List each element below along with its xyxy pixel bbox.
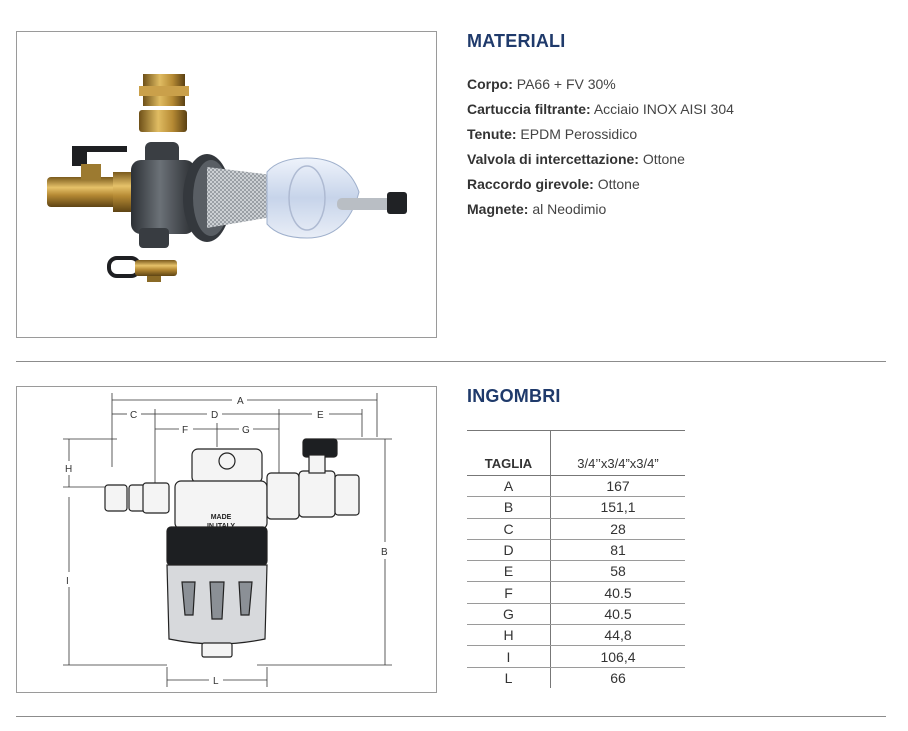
- dim-label-i: I: [66, 576, 69, 587]
- dimension-drawing: A C D E F G H I B L: [63, 393, 392, 687]
- section-divider: [16, 716, 886, 717]
- material-label: Corpo:: [467, 76, 513, 92]
- materials-item: Magnete: al Neodimio: [467, 197, 734, 222]
- dim-value: 81: [550, 539, 685, 562]
- dim-label-a: A: [237, 396, 244, 407]
- dim-key: I: [467, 645, 551, 668]
- material-label: Cartuccia filtrante:: [467, 101, 591, 117]
- materials-item: Corpo: PA66 + FV 30%: [467, 72, 734, 97]
- header-taglia: TAGLIA: [467, 430, 551, 476]
- materials-heading: MATERIALI: [467, 31, 566, 51]
- stamp-made: MADE: [211, 514, 232, 521]
- dim-key: G: [467, 603, 551, 626]
- dim-label-d: D: [211, 410, 218, 421]
- dim-label-b: B: [381, 547, 388, 558]
- dim-key: D: [467, 539, 551, 562]
- materials-item: Valvola di intercettazione: Ottone: [467, 147, 734, 172]
- table-row: L 66: [467, 667, 685, 688]
- materials-item: Cartuccia filtrante: Acciaio INOX AISI 3…: [467, 97, 734, 122]
- dim-key: B: [467, 496, 551, 519]
- filter-exploded-view-image: [47, 74, 407, 282]
- dim-value: 58: [550, 560, 685, 583]
- dim-value: 40.5: [550, 603, 685, 626]
- dimensions-heading: INGOMBRI: [467, 386, 561, 406]
- dim-label-f: F: [182, 425, 188, 436]
- material-label: Raccordo girevole:: [467, 176, 594, 192]
- material-value: al Neodimio: [532, 201, 607, 217]
- dim-label-h: H: [65, 464, 72, 475]
- dim-key: L: [467, 667, 551, 688]
- dim-key: E: [467, 560, 551, 583]
- dim-value: 28: [550, 518, 685, 540]
- dim-label-c: C: [130, 410, 137, 421]
- dim-value: 44,8: [550, 624, 685, 647]
- dim-key: F: [467, 581, 551, 604]
- dimension-drawing-frame: A C D E F G H I B L: [16, 386, 437, 693]
- materials-item: Raccordo girevole: Ottone: [467, 172, 734, 197]
- dim-value: 167: [550, 475, 685, 498]
- material-value: Ottone: [597, 176, 640, 192]
- material-value: Ottone: [642, 151, 685, 167]
- section-divider: [16, 361, 886, 362]
- stamp-in-italy: IN ITALY: [207, 523, 235, 530]
- dim-label-e: E: [317, 410, 324, 421]
- dim-value: 40.5: [550, 581, 685, 604]
- material-label: Valvola di intercettazione:: [467, 151, 639, 167]
- materials-list: Corpo: PA66 + FV 30% Cartuccia filtrante…: [467, 72, 734, 222]
- dim-key: C: [467, 518, 551, 540]
- materials-item: Tenute: EPDM Perossidico: [467, 122, 734, 147]
- material-label: Tenute:: [467, 126, 517, 142]
- dim-label-l: L: [213, 676, 219, 687]
- header-size: 3/4’’x3/4”x3/4”: [550, 430, 685, 476]
- dim-label-g: G: [242, 425, 250, 436]
- material-value: EPDM Perossidico: [520, 126, 638, 142]
- dim-key: H: [467, 624, 551, 647]
- dim-key: A: [467, 475, 551, 498]
- dim-value: 66: [610, 669, 626, 686]
- material-value: Acciaio INOX AISI 304: [593, 101, 734, 117]
- dim-value: 106,4: [550, 645, 685, 668]
- material-label: Magnete:: [467, 201, 529, 217]
- product-image-frame: [16, 31, 437, 338]
- material-value: PA66 + FV 30%: [516, 76, 616, 92]
- dim-value: 151,1: [550, 496, 685, 519]
- table-header-row: TAGLIA 3/4’’x3/4”x3/4”: [467, 430, 685, 476]
